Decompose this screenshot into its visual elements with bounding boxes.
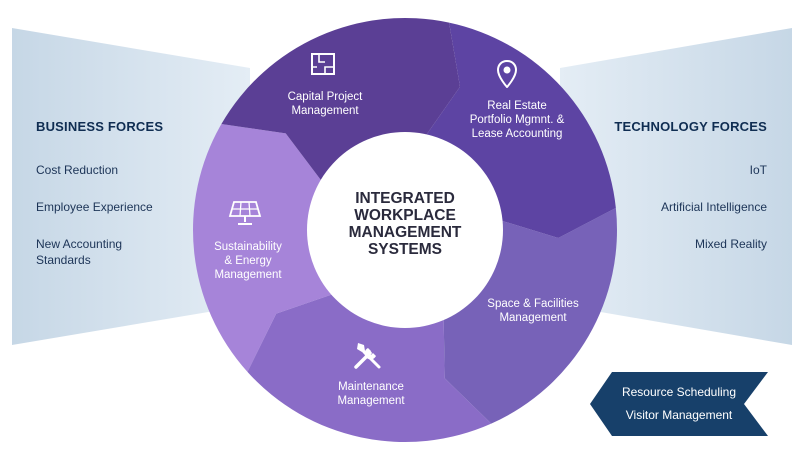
center-title: INTEGRATED WORKPLACE MANAGEMENT SYSTEMS xyxy=(348,190,462,258)
resource-visitor-badge xyxy=(590,372,768,436)
segment-label-space-facilities: Space & Facilities Management xyxy=(487,298,579,324)
segment-label-sustainability: Sustainability & Energy Management xyxy=(214,241,282,281)
segment-capital-project xyxy=(221,17,461,183)
business-force-item: Cost Reduction xyxy=(36,163,119,177)
technology-force-item: IoT xyxy=(749,163,767,177)
business-force-item: New Accounting Standards xyxy=(36,237,123,267)
badge-line-visitor-management: Visitor Management xyxy=(625,408,733,422)
solar-panel-icon xyxy=(228,200,262,231)
location-pin-icon xyxy=(496,59,518,93)
floor-plan-icon xyxy=(311,53,335,80)
technology-forces-band xyxy=(560,28,792,345)
center-disc xyxy=(307,132,503,328)
tools-icon xyxy=(352,340,384,375)
business-forces-band xyxy=(12,28,250,345)
segment-maintenance xyxy=(247,293,492,442)
segment-space-facilities xyxy=(443,207,617,424)
process-ring xyxy=(193,17,617,442)
business-forces-title: BUSINESS FORCES xyxy=(36,119,164,134)
segment-label-real-estate: Real Estate Portfolio Mgmnt. & Lease Acc… xyxy=(469,100,565,140)
segment-sustainability xyxy=(193,124,335,372)
business-force-item: Employee Experience xyxy=(36,200,153,214)
badge-line-resource-scheduling: Resource Scheduling xyxy=(621,385,737,399)
technology-force-item: Mixed Reality xyxy=(694,237,767,251)
technology-force-item: Artificial Intelligence xyxy=(660,200,767,214)
segment-label-capital-project: Capital Project Management xyxy=(287,91,363,117)
segment-label-maintenance: Maintenance Management xyxy=(337,381,405,407)
technology-forces-title: TECHNOLOGY FORCES xyxy=(614,119,767,134)
segment-real-estate xyxy=(424,22,616,239)
